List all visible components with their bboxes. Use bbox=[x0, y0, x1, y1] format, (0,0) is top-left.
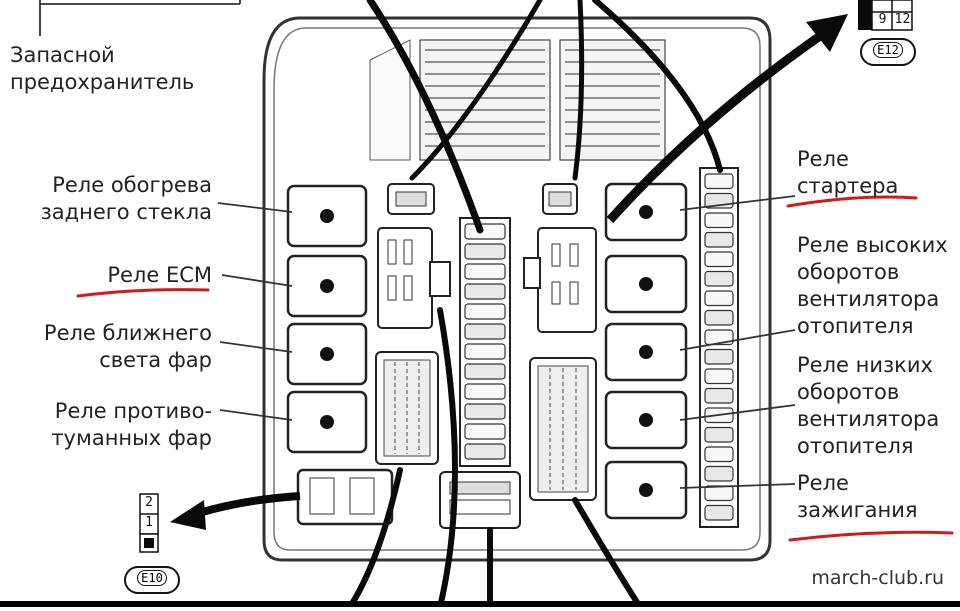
right-column-fuse bbox=[704, 270, 734, 287]
right-column-fuse bbox=[704, 504, 734, 521]
center-column-fuse bbox=[464, 343, 506, 360]
top-label-plate-left bbox=[419, 39, 551, 161]
right-column-fuse bbox=[704, 485, 734, 502]
right-column-fuse bbox=[704, 251, 734, 268]
bottom-black-bar bbox=[0, 601, 960, 607]
e10-connector-name: E10 bbox=[137, 570, 167, 586]
bottom-connector-center bbox=[439, 471, 521, 529]
center-column-fuse bbox=[464, 383, 506, 400]
arrow-to-e10 bbox=[170, 492, 301, 530]
center-column-fuse bbox=[464, 303, 506, 320]
center-column-fuse bbox=[464, 223, 506, 240]
right-column-fuse bbox=[704, 290, 734, 307]
fuse-box-inner-outline bbox=[273, 27, 761, 551]
bottom-connector-left bbox=[296, 468, 394, 526]
watermark: march-club.ru bbox=[811, 567, 944, 589]
center-column-fuse bbox=[464, 263, 506, 280]
underline-starter bbox=[786, 195, 918, 208]
small-connector-left bbox=[387, 183, 435, 215]
fuse-column-center bbox=[459, 217, 511, 467]
right-column-fuse bbox=[704, 368, 734, 385]
e12-connector-name: E12 bbox=[873, 42, 903, 58]
right-column-fuse bbox=[704, 212, 734, 229]
e12-connector-badge: E12 bbox=[860, 38, 916, 66]
center-column-fuse bbox=[464, 283, 506, 300]
right-column-fuse bbox=[704, 309, 734, 326]
right-column-fuse bbox=[704, 426, 734, 443]
center-column-fuse bbox=[464, 323, 506, 340]
underline-ignition bbox=[788, 530, 954, 542]
small-connector-right bbox=[542, 183, 578, 215]
center-column-fuse bbox=[464, 423, 506, 440]
fuse-box-outline bbox=[262, 16, 772, 562]
right-column-fuse bbox=[704, 465, 734, 482]
leader-lines-left bbox=[39, 0, 293, 421]
harness-cables bbox=[347, 0, 723, 610]
right-column-fuse bbox=[704, 387, 734, 404]
relay-rear-window-heat bbox=[286, 184, 368, 248]
connector-block-upper-left bbox=[377, 227, 451, 329]
center-column-fuse bbox=[464, 363, 506, 380]
label-fog-relay: Реле противо-туманных фар bbox=[51, 399, 212, 450]
connector-block-lower-left bbox=[375, 351, 439, 465]
relay-ignition bbox=[604, 460, 688, 520]
e10-pin-1: 1 bbox=[145, 515, 153, 530]
center-column-fuse bbox=[464, 243, 506, 260]
fuse-column-right bbox=[699, 167, 739, 528]
arrow-to-e12 bbox=[606, 14, 848, 224]
connector-block-lower-right bbox=[529, 357, 597, 501]
relay-low-beam bbox=[286, 322, 368, 386]
relay-fog bbox=[286, 390, 368, 454]
e12-connector-pictogram bbox=[858, 0, 913, 31]
e12-pin-9: 9 bbox=[878, 12, 887, 27]
center-column-fuse bbox=[464, 443, 506, 460]
e12-pin-12: 12 bbox=[894, 12, 911, 27]
relay-ecm bbox=[286, 254, 368, 318]
e10-connector-badge: E10 bbox=[124, 566, 180, 594]
right-column-fuse bbox=[704, 329, 734, 346]
top-label-plate-right bbox=[559, 39, 666, 161]
relay-fan-low bbox=[604, 390, 688, 450]
underline-ecm bbox=[76, 288, 210, 298]
relay-fan-high bbox=[604, 254, 688, 314]
right-column-fuse bbox=[704, 231, 734, 248]
red-underlines bbox=[76, 195, 954, 542]
label-ecm-relay: Реле ECM bbox=[107, 263, 212, 287]
connector-block-upper-right bbox=[523, 227, 597, 333]
e10-connector-pictogram bbox=[139, 493, 159, 553]
right-column-fuse bbox=[704, 173, 734, 190]
right-column-fuse bbox=[704, 446, 734, 463]
leader-lines-right bbox=[679, 195, 796, 489]
center-column-fuse bbox=[464, 403, 506, 420]
relay-fan-high-2 bbox=[604, 322, 688, 382]
right-column-fuse bbox=[704, 348, 734, 365]
e10-pin-2: 2 bbox=[145, 495, 153, 510]
